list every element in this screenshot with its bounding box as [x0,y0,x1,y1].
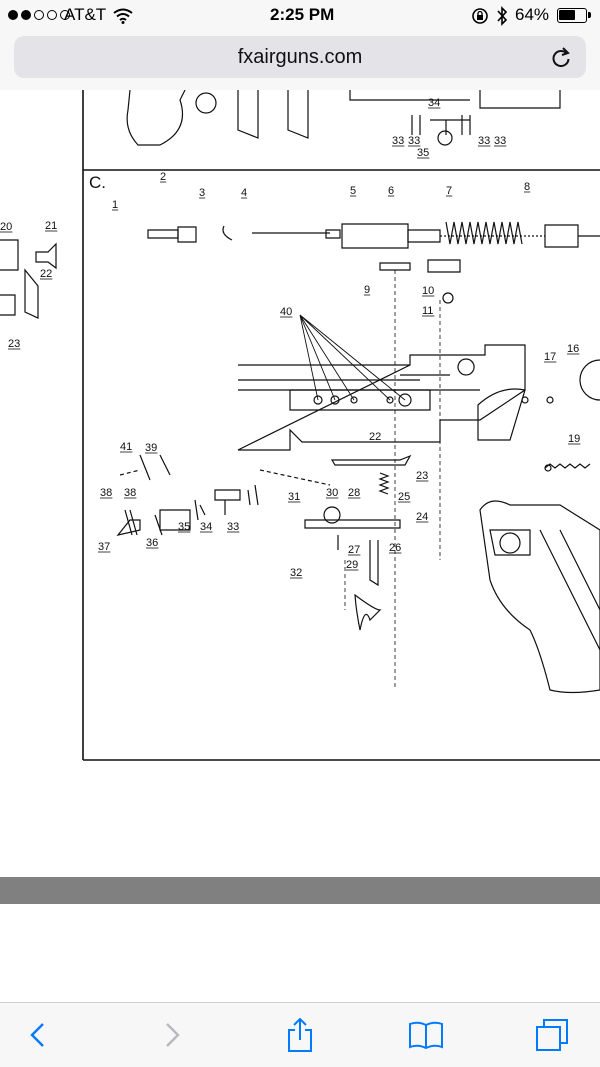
callout-label: 4 [241,187,247,199]
rotation-lock-icon [472,8,488,24]
callout-label: 20 [0,221,12,233]
callout-label: 28 [348,487,360,499]
tabs-button[interactable] [532,1015,572,1055]
section-label: C. [89,173,106,192]
callout-label: 17 [544,351,556,363]
callout-label: 1 [112,199,118,211]
address-bar[interactable]: fxairguns.com [14,36,586,78]
share-button[interactable] [280,1015,320,1055]
callout-label: 38 [100,487,112,499]
callout-label: 24 [416,511,428,523]
wifi-icon [113,8,133,24]
callout-label: 5 [350,185,356,197]
signal-strength-icon [8,10,70,20]
callout-label: 32 [290,567,302,579]
callout-label: 31 [288,491,300,503]
callout-label: 38 [124,487,136,499]
callout-label: 10 [422,285,434,297]
callout-label: 36 [146,537,158,549]
callout-label: 22 [40,268,52,280]
callout-label: 23 [8,338,20,350]
battery-icon [557,8,591,23]
callout-label: 35 [417,147,429,159]
bluetooth-icon [497,6,508,26]
browser-address-area: fxairguns.com [0,32,600,90]
callout-label: 35 [178,521,190,533]
callout-label: 2 [160,171,166,183]
forward-chevron-icon [166,1023,180,1047]
browser-toolbar [0,1002,600,1067]
back-button[interactable] [18,1015,58,1055]
clock-time: 2:25 PM [270,5,335,24]
callout-label: 25 [398,491,410,503]
callout-label: 26 [389,542,401,554]
callout-label: 39 [145,442,157,454]
callout-label: 23 [416,470,428,482]
callout-label: 11 [422,305,433,317]
callout-label: 33 [478,135,490,147]
callout-label: 37 [98,541,110,553]
callout-label: 41 [120,441,132,453]
callout-label: 6 [388,185,394,197]
share-icon [288,1017,312,1052]
callout-label: 3 [199,187,205,199]
callout-label: 16 [567,343,579,355]
status-bar: AT&T 2:25 PM 64% [0,0,600,32]
callout-label: 8 [524,181,530,193]
callout-label: 33 [392,135,404,147]
callout-label: 21 [45,220,57,232]
callout-label: 29 [346,559,358,571]
bookmarks-button[interactable] [406,1015,446,1055]
callout-label: 33 [494,135,506,147]
callout-label: 40 [280,306,292,318]
tabs-icon [536,1019,568,1051]
callout-label: 33 [408,135,420,147]
callout-label: 9 [364,284,370,296]
callout-label: 33 [227,521,239,533]
url-text: fxairguns.com [237,46,363,68]
page-section-separator [0,877,600,904]
callout-label: 34 [428,97,440,109]
callout-label: 27 [348,544,360,556]
callout-label: 22 [369,431,381,443]
back-chevron-icon [30,1023,44,1047]
callout-label: 30 [326,487,338,499]
bookmarks-book-icon [409,1021,443,1050]
battery-percent: 64% [515,5,550,24]
forward-button[interactable] [152,1015,192,1055]
carrier-name: AT&T [64,5,107,24]
callout-label: 34 [200,521,212,533]
reload-icon[interactable] [550,45,572,69]
callout-label: 19 [568,433,580,445]
callout-label: 7 [446,185,452,197]
